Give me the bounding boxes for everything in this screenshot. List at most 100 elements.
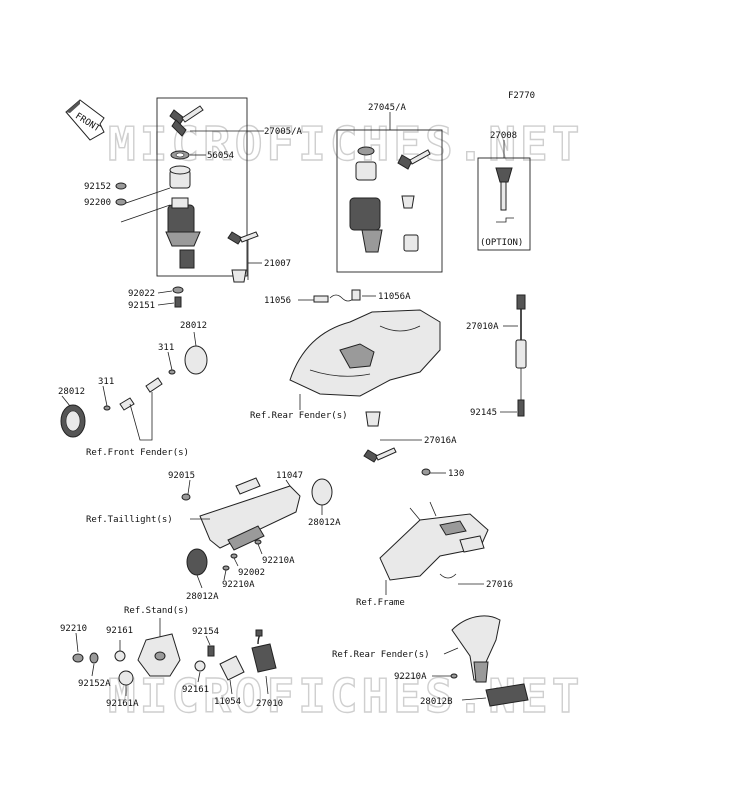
rear-fender-icon (289, 309, 441, 397)
key-tag-icon (496, 217, 514, 223)
nut-311-top-icon (168, 369, 176, 375)
lock-cylinder-icon (169, 165, 191, 189)
nut-92152-icon (115, 182, 127, 190)
switch-27016A-icon (365, 411, 381, 427)
label-27005A: 27005/A (264, 127, 303, 137)
screw-92002-icon (230, 553, 238, 559)
lock-set-key-icon (397, 149, 431, 170)
label-92152A: 92152A (78, 679, 111, 689)
option-key-icon (495, 167, 513, 211)
label-130: 130 (448, 469, 464, 479)
ref-front-fender: Ref.Front Fender(s) (86, 448, 189, 458)
nut-311-left-icon (103, 405, 111, 411)
switch-27010A-icon (515, 339, 527, 369)
switch-key-icon (363, 447, 397, 463)
option-label: (OPTION) (480, 238, 523, 248)
nut-92210A-low-icon (222, 565, 230, 571)
bushing-92161-a-icon (114, 650, 126, 662)
ref-taillight: Ref.Taillight(s) (86, 515, 173, 525)
label-27045A: 27045/A (368, 103, 407, 113)
label-92210A-low: 92210A (222, 580, 255, 590)
bolt-130-icon (421, 468, 431, 476)
label-92154: 92154 (192, 627, 219, 637)
stand-bracket-icon (137, 633, 181, 677)
label-92151: 92151 (128, 301, 155, 311)
label-11056A: 11056A (378, 292, 411, 302)
rear-fender-bottom-icon (451, 615, 501, 683)
lock-cap-icon (401, 195, 415, 209)
label-27016A: 27016A (424, 436, 457, 446)
bushing-92161-b-icon (194, 660, 206, 672)
diagram-code: F2770 (508, 91, 535, 101)
lock-set-body-icon (349, 197, 381, 231)
label-92022: 92022 (128, 289, 155, 299)
screw-92145-icon (517, 399, 525, 417)
ignition-switch-body-icon (165, 197, 201, 269)
bolt-front-left-icon (119, 397, 135, 411)
ignition-key-icon (169, 105, 204, 137)
label-92161A: 92161A (106, 699, 139, 709)
reflector-28012A-right-icon (311, 478, 333, 506)
bolt-front-top-icon (145, 377, 163, 393)
label-92200: 92200 (84, 198, 111, 208)
screw-92154-icon (207, 645, 215, 657)
label-92145: 92145 (470, 408, 497, 418)
label-92152: 92152 (84, 182, 111, 192)
bushing-92161A-icon (118, 670, 134, 686)
key-cap-icon (231, 269, 247, 283)
clip-11056-icon (313, 295, 329, 303)
label-28012-left: 28012 (58, 387, 85, 397)
cable-27016-icon (439, 573, 457, 579)
lock-cylinder-2-icon (355, 161, 377, 181)
nut-92210A-mid-icon (254, 539, 262, 545)
label-28012A-low: 28012A (186, 592, 219, 602)
reflector-28012B-icon (485, 683, 529, 707)
washer-92152A-icon (89, 652, 99, 664)
washer-92022-icon (172, 286, 184, 294)
label-27010A: 27010A (466, 322, 499, 332)
lock-cap-2-icon (403, 234, 419, 252)
watermark-top: MICROFICHES.NET (108, 117, 583, 171)
screw-92015-icon (181, 493, 191, 501)
nut-92210A-bot-icon (450, 673, 458, 679)
label-92161-a: 92161 (106, 626, 133, 636)
label-28012A-right: 28012A (308, 518, 341, 528)
ignition-group-box (156, 97, 248, 277)
bolt-92151-icon (174, 296, 182, 308)
label-92210A-mid: 92210A (262, 556, 295, 566)
lock-ring-icon (357, 146, 375, 156)
label-27008: 27008 (490, 131, 517, 141)
reflector-28012A-low-icon (186, 548, 208, 576)
spring-icon (329, 294, 355, 302)
label-11056: 11056 (264, 296, 291, 306)
label-28012B: 28012B (420, 697, 453, 707)
clip-11056A-icon (351, 289, 361, 301)
reflector-28012-top-icon (184, 345, 208, 375)
label-311-left: 311 (98, 377, 114, 387)
reflector-bracket-icon (199, 477, 301, 551)
ref-rear-fender-mid: Ref.Rear Fender(s) (250, 411, 348, 421)
label-27010: 27010 (256, 699, 283, 709)
nut-92210-icon (72, 653, 84, 663)
label-56054: 56054 (207, 151, 234, 161)
frame-bracket-icon (379, 501, 489, 581)
label-27016: 27016 (486, 580, 513, 590)
label-11047: 11047 (276, 471, 303, 481)
ref-frame: Ref.Frame (356, 598, 405, 608)
key-21007-icon (227, 231, 259, 245)
label-11054: 11054 (214, 697, 241, 707)
label-92002: 92002 (238, 568, 265, 578)
bracket-11054-icon (219, 655, 245, 681)
label-311-top: 311 (158, 343, 174, 353)
washer-92200-icon (115, 198, 127, 206)
connector-27010A-icon (516, 294, 526, 310)
label-92210: 92210 (60, 624, 87, 634)
label-28012-top: 28012 (180, 321, 207, 331)
front-arrow-icon: FRONT (65, 99, 105, 141)
label-21007: 21007 (264, 259, 291, 269)
ref-rear-fender-bot: Ref.Rear Fender(s) (332, 650, 430, 660)
lock-set-group-box (336, 129, 443, 273)
label-92015: 92015 (168, 471, 195, 481)
